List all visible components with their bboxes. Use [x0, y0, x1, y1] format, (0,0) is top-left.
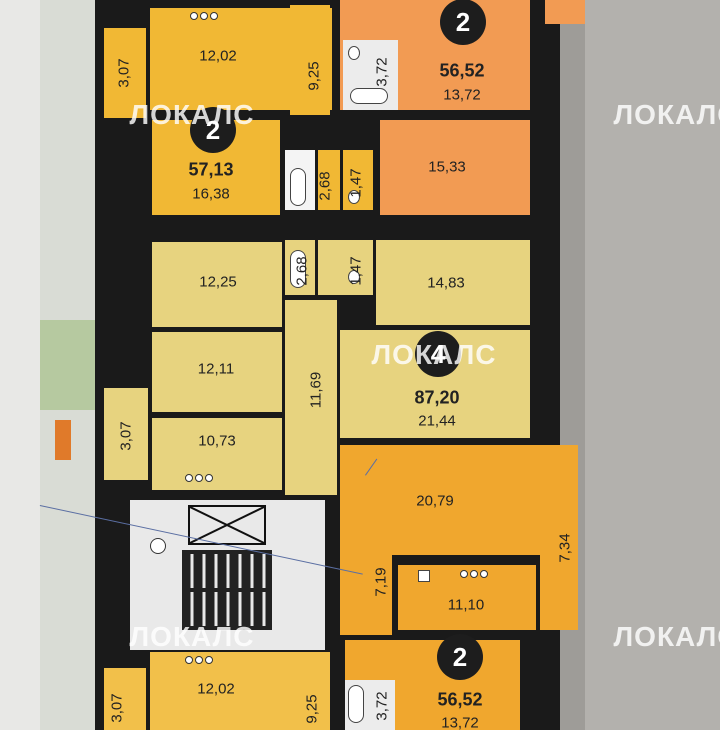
room-corner	[545, 0, 585, 24]
room-area-label: 11,10	[447, 596, 485, 614]
watermark-text: ЛОКАЛС	[371, 339, 497, 370]
toilet-icon	[348, 270, 360, 284]
room-area-label: 12,25	[199, 273, 237, 291]
watermark-text: ЛОКАЛС	[129, 99, 255, 130]
room-r7	[380, 120, 530, 215]
room-count-badge: 2	[437, 634, 483, 680]
room-r21	[104, 668, 146, 730]
toilet-icon	[348, 190, 360, 204]
apartment-living-area: 13,72	[441, 714, 479, 730]
room-r13	[285, 300, 337, 495]
room-count-badge: 2	[440, 0, 486, 45]
room-area-label: 12,02	[199, 47, 237, 65]
room-area-label: 20,79	[416, 492, 454, 510]
room-area-label: 1,47	[347, 168, 365, 198]
stove-icon	[185, 656, 213, 664]
sink-icon	[418, 570, 430, 582]
room-area-label: 3,07	[117, 421, 135, 451]
toilet-icon	[348, 46, 360, 60]
orange-mark	[55, 420, 71, 460]
room-area-label: 9,25	[305, 61, 323, 91]
stairs-icon	[182, 550, 272, 630]
stove-icon	[460, 570, 488, 578]
bathtub-icon	[348, 685, 364, 723]
room-r22	[290, 652, 330, 730]
room-r3	[290, 5, 330, 115]
room-r2	[104, 28, 146, 118]
room-area-label: 3,07	[115, 58, 133, 88]
room-r5	[318, 150, 340, 210]
room-area-label: 7,19	[372, 567, 390, 597]
watermark-text: ЛОКАЛС	[129, 621, 255, 652]
room-area-label: 1,47	[347, 256, 365, 286]
apartment-total-area: 57,13	[188, 159, 234, 180]
right-background	[585, 0, 720, 730]
room-r18	[540, 520, 578, 630]
apartment-total-area: 87,20	[414, 387, 460, 408]
watermark-text: ЛОКАЛС	[613, 99, 720, 130]
room-area-label: 11,69	[307, 371, 325, 409]
room-area-label: 3,07	[108, 693, 126, 723]
apartment-living-area: 13,72	[443, 86, 481, 104]
shaft-icon	[150, 538, 166, 554]
room-area-label: 12,11	[197, 360, 235, 378]
apartment-total-area: 56,52	[439, 60, 485, 81]
room-area-label: 12,02	[197, 680, 235, 698]
room-r14	[104, 388, 148, 480]
bathtub-icon	[290, 250, 306, 288]
apartment-total-area: 56,52	[437, 689, 483, 710]
room-area-label: 3,72	[373, 57, 391, 87]
watermark-text: ЛОКАЛС	[613, 621, 720, 652]
room-r11	[376, 240, 530, 325]
room-r10	[318, 240, 373, 295]
bathtub-icon	[290, 168, 306, 206]
room-r16	[340, 445, 578, 555]
room-r15	[152, 418, 282, 490]
apartment-living-area: 16,38	[192, 185, 230, 203]
room-area-label: 9,25	[303, 694, 321, 724]
room-r8	[152, 242, 282, 327]
room-area-label: 10,73	[198, 432, 236, 450]
elevator-shaft	[188, 505, 266, 545]
stove-icon	[190, 12, 218, 20]
bathtub-icon	[350, 88, 388, 104]
room-area-label: 2,68	[293, 256, 311, 286]
room-r12	[152, 332, 282, 412]
stove-icon	[185, 474, 213, 482]
room-area-label: 7,34	[556, 533, 574, 563]
room-area-label: 15,33	[428, 158, 466, 176]
room-r17	[340, 555, 392, 635]
room-area-label: 2,68	[316, 171, 334, 201]
room-count-badge: 2	[190, 107, 236, 153]
room-area-label: 3,72	[373, 691, 391, 721]
room-area-label: 14,83	[427, 274, 465, 292]
apartment-living-area: 21,44	[418, 412, 456, 430]
room-count-badge: 4	[415, 331, 461, 377]
